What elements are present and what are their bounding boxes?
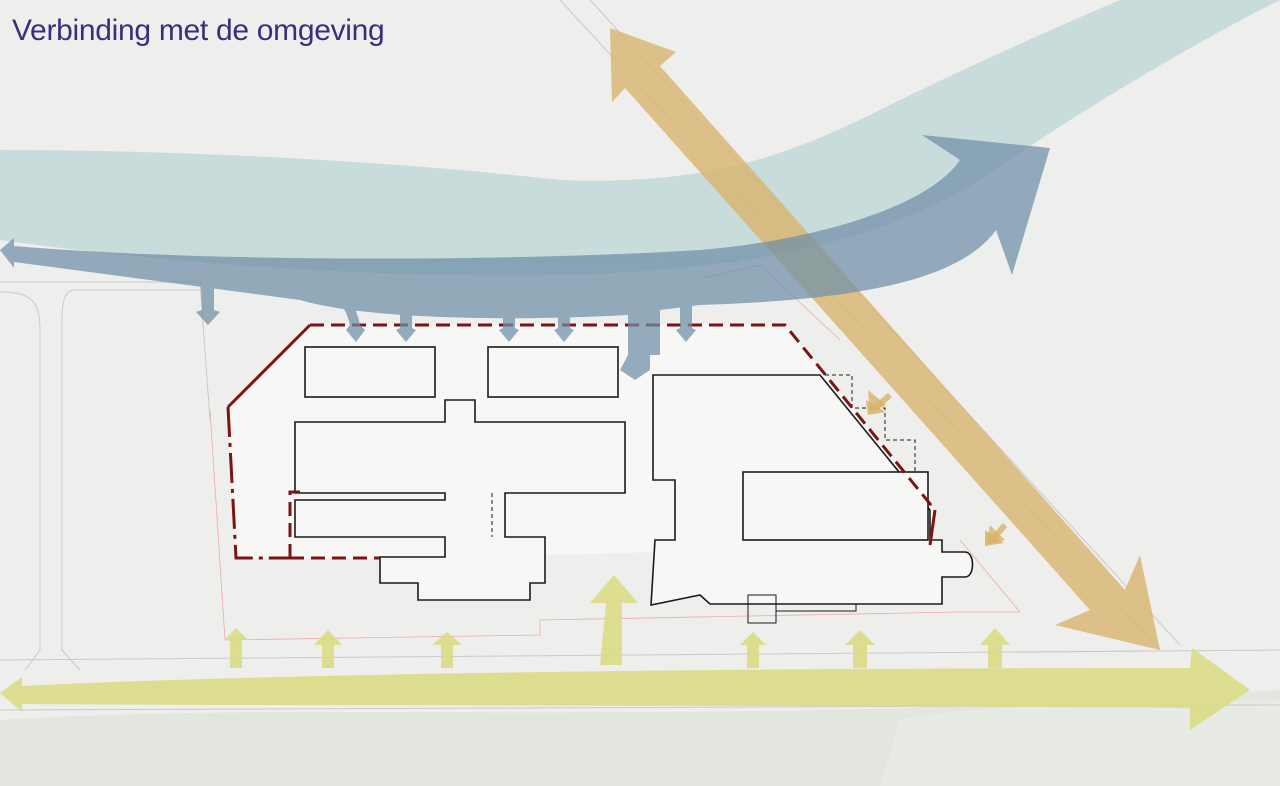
building-central <box>294 399 626 601</box>
buildings <box>294 346 974 624</box>
building-north-west <box>304 346 436 398</box>
future-structures <box>491 374 916 537</box>
map-title: Verbinding met de omgeving <box>12 14 385 47</box>
water-connection-arrows <box>0 135 1050 380</box>
building-north-middle <box>487 346 619 398</box>
street-connection-arrows <box>0 575 1250 730</box>
side-access-arrowhead-north <box>866 400 886 415</box>
side-access-arrowhead-south <box>985 530 1004 546</box>
bicycle-shed <box>775 603 857 612</box>
river <box>0 0 1280 276</box>
site-boundary <box>226 323 937 560</box>
lawn-area <box>880 700 1280 786</box>
building-east-annex <box>742 471 929 541</box>
